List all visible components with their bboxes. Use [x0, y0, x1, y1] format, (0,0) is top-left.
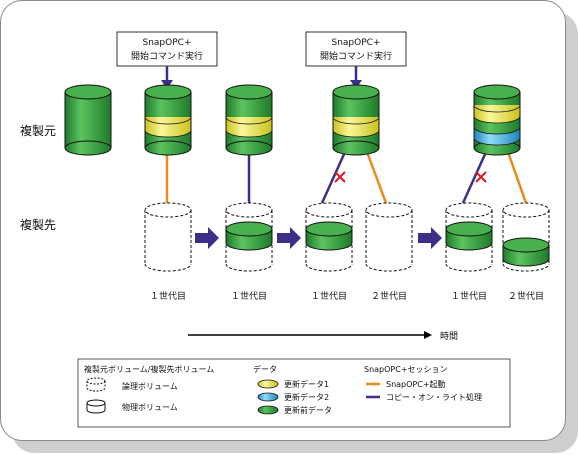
legend-cow-label: コピー・オン・ライト処理 — [386, 392, 482, 402]
target-volume-gen1-empty — [144, 202, 192, 272]
legend-box — [77, 358, 511, 428]
command-2-line2: 開始コマンド実行 — [320, 50, 392, 62]
target-row-label: 複製先 — [20, 217, 56, 232]
target-volume-gen1-c — [445, 202, 493, 272]
legend-start-label: SnapOPC+起動 — [386, 380, 446, 389]
legend-logical-icon — [86, 377, 106, 392]
target-volume-gen2-empty — [365, 202, 413, 272]
gen-label-2: １世代目 — [231, 290, 267, 302]
command-1-arrowhead — [161, 80, 173, 89]
cow-line-3 — [461, 151, 488, 204]
gen-label-4: ２世代目 — [371, 290, 407, 302]
legend-update2-label: 更新データ2 — [284, 392, 329, 402]
time-arrowhead — [424, 331, 432, 339]
legend-before-label: 更新前データ — [284, 405, 332, 415]
target-volume-gen2-b — [502, 202, 550, 272]
source-volume-initial — [64, 84, 112, 156]
legend-update1-label: 更新データ1 — [284, 379, 329, 389]
legend-update2-swatch — [257, 392, 279, 402]
source-volume-gen2-update — [473, 84, 521, 156]
command-2-line1: SnapOPC+ — [332, 38, 381, 48]
cow-line-2 — [320, 151, 347, 204]
source-volume-gen2-start — [332, 84, 380, 156]
legend-physical-icon — [86, 399, 106, 414]
transition-arrow-3 — [418, 227, 442, 249]
transition-arrow-2 — [277, 227, 301, 249]
target-volume-gen1-b — [305, 202, 353, 272]
legend-data-title: データ — [253, 364, 277, 374]
source-volume-gen1-start — [144, 84, 192, 156]
command-1-line1: SnapOPC+ — [143, 38, 192, 48]
legend-before-swatch — [257, 405, 279, 415]
gen-label-5: １世代目 — [451, 290, 487, 302]
session-start-line-3 — [506, 151, 528, 204]
legend-volumes-title: 複製元ボリューム/複製先ボリューム — [84, 364, 214, 374]
legend-logical-label: 論理ボリューム — [122, 381, 178, 391]
source-volume-gen1-update — [225, 84, 273, 156]
source-row-label: 複製元 — [20, 123, 56, 138]
command-box-2: SnapOPC+ 開始コマンド実行 — [305, 31, 407, 67]
time-label: 時間 — [440, 331, 458, 342]
gen-label-3: １世代目 — [311, 290, 347, 302]
legend-update1-swatch — [257, 379, 279, 389]
blocked-x-1 — [334, 171, 346, 183]
target-volume-gen1-a — [225, 202, 273, 272]
session-start-line-2 — [365, 151, 388, 204]
command-1-line2: 開始コマンド実行 — [131, 50, 203, 62]
gen-label-1: １世代目 — [150, 290, 186, 302]
command-box-1: SnapOPC+ 開始コマンド実行 — [116, 31, 218, 67]
blocked-x-2 — [475, 171, 487, 183]
transition-arrow-1 — [195, 227, 219, 249]
legend-physical-label: 物理ボリューム — [122, 402, 178, 412]
gen-label-6: ２世代目 — [508, 290, 544, 302]
legend-session-title: SnapOPC+セッション — [364, 365, 448, 374]
